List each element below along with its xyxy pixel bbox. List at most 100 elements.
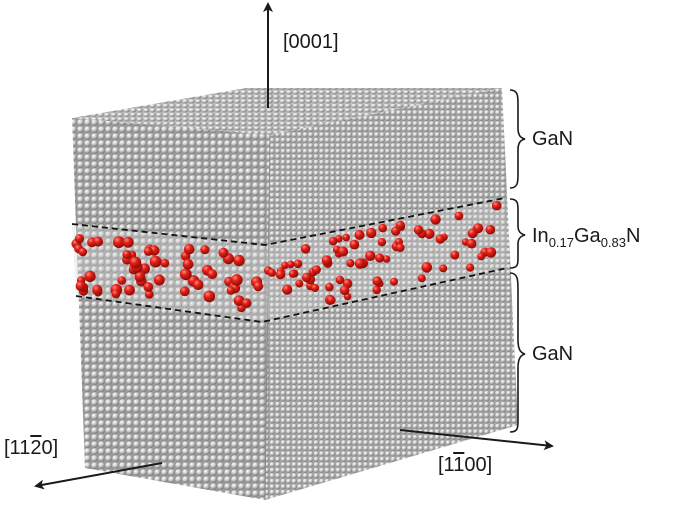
indium-atom [382,255,391,263]
indium-atom [84,270,96,283]
indium-atom [321,255,332,266]
brace-top-gan [509,89,526,189]
indium-atom [143,246,153,256]
indium-atom [300,244,311,254]
front-edge [264,134,271,501]
indium-atom [375,253,385,263]
indium-atom [144,290,154,299]
a-axis-suffix: 0] [41,437,59,459]
indium-atom [430,214,441,225]
indium-atom [372,276,382,286]
ingan-ga: Ga [574,225,601,247]
indium-atom [435,234,445,244]
indium-atom [354,229,365,240]
indium-atom [391,226,401,236]
indium-atom [226,286,235,295]
indium-atom [421,262,433,273]
indium-atom [74,234,84,244]
indium-atom [230,274,243,286]
ingan-ga-fraction: 0.83 [600,235,626,250]
indium-atom [218,247,229,258]
indium-atom [179,268,192,281]
indium-atom [179,286,190,297]
indium-atom [149,255,162,268]
layer-label-top-gan: GaN [532,128,574,150]
indium-atom [377,238,387,247]
indium-atom [491,200,502,211]
indium-atom [326,295,336,305]
indium-atom [203,290,216,303]
a-axis-bar-digit: 2 [30,437,42,459]
indium-atom [75,280,86,292]
indium-atom [143,282,154,292]
indium-atom [253,281,264,292]
indium-atom [466,263,475,272]
indium-atom [113,236,125,249]
indium-atom [153,274,165,286]
m-axis-arrow [399,429,554,451]
indium-atom [282,284,293,295]
indium-atom [372,285,381,295]
indium-atom [454,211,464,221]
indium-atom [467,228,478,239]
indium-atom [129,256,142,269]
indium-atom [286,260,295,269]
indium-atom [485,224,496,235]
indium-atom [346,259,355,268]
ingan-in-fraction: 0.17 [548,235,574,250]
indium-atom [366,227,377,239]
indium-atom [413,225,424,235]
indium-atom [111,289,121,299]
indium-atom [92,284,103,296]
a-axis-arrow [34,462,163,490]
indium-atom [311,265,321,275]
indium-atom [93,236,104,247]
indium-atom [485,247,497,258]
indium-atom [293,259,303,269]
top-face [72,88,502,135]
indium-atom [342,233,351,242]
m-axis-bar-digit: 1 [453,454,465,476]
indium-atom [424,228,435,239]
indium-atom [124,284,135,296]
layer-label-bottom-gan: GaN [532,343,574,365]
indium-atom [281,261,289,270]
indium-atoms [71,200,502,313]
indium-atom [354,258,366,269]
indium-atom [365,250,376,261]
indium-atom [417,274,426,283]
brace-bottom-gan [509,272,526,433]
indium-atom [267,268,276,277]
indium-atom [122,250,132,260]
indium-atom [241,298,252,309]
indium-atom [378,223,388,233]
a-axis-label: [1120] [4,438,58,458]
indium-atom [466,238,477,249]
indium-atom [339,285,350,296]
indium-atom [439,264,448,273]
m-axis-suffix: 00] [464,454,493,476]
indium-atom [390,277,398,286]
ingan-n: N [626,225,641,247]
c-axis-label: [0001] [283,31,339,53]
indium-atom [450,250,460,260]
indium-atom [183,244,195,255]
indium-atom [325,282,334,292]
a-axis-prefix: [11 [4,437,31,459]
interface-lower-line [75,267,508,323]
indium-atom [117,276,127,285]
indium-atom [182,258,194,270]
m-axis-prefix: [1 [438,454,454,476]
indium-atom [302,272,312,283]
indium-atom [160,258,170,268]
indium-atom [200,245,210,255]
indium-atom [122,236,134,248]
indium-atom [275,269,286,280]
layer-label-ingan: In0.17Ga0.83N [532,226,640,249]
indium-atom [396,243,405,252]
ingan-in: In [532,225,549,247]
indium-atom [207,269,218,280]
indium-atom [78,247,88,257]
indium-atom [328,236,338,246]
